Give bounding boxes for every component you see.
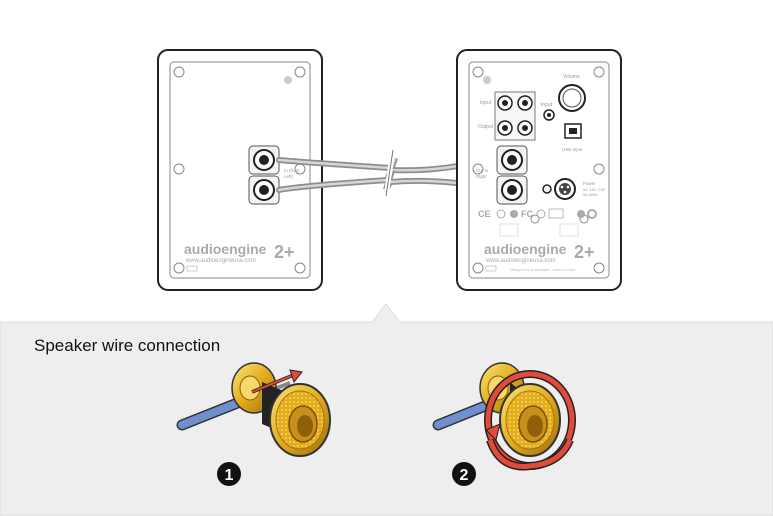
rca-jacks — [494, 91, 536, 141]
left-binding-post-red — [248, 145, 280, 175]
rca-input-label: Input — [480, 100, 492, 106]
right-speaker-indicator — [483, 76, 491, 84]
right-binding-post-red — [496, 145, 528, 175]
right-speaker-screws — [472, 66, 605, 274]
svg-text:FC: FC — [521, 209, 533, 219]
left-brand-logo: audioengine — [184, 241, 267, 257]
step2-illustration: 2 — [432, 362, 576, 486]
right-brand-url: www.audioengineusa.com — [485, 258, 556, 264]
step2-rotate-arrow — [485, 423, 574, 471]
left-serial-box — [186, 265, 198, 272]
step2-nut — [499, 383, 561, 457]
right-brand-logo: audioengine — [484, 241, 567, 257]
left-model-number: 2+ — [274, 242, 295, 262]
label-area-2 — [559, 223, 579, 237]
out-to-right-label-2: Right — [476, 174, 487, 179]
instruction-panel-bg — [0, 303, 773, 516]
power-spec: AC 115 / 230 — [583, 188, 605, 192]
right-designed-note: Designed by audioengine · made in China — [510, 268, 575, 272]
left-speaker-backplate — [169, 61, 311, 279]
panel-title: Speaker wire connection — [34, 336, 221, 355]
power-label: Power — [583, 181, 596, 186]
left-binding-post-black — [248, 175, 280, 205]
step2-badge — [452, 462, 476, 486]
power-switch — [542, 184, 552, 194]
step1-badge — [217, 462, 241, 486]
rca-output-label: Output — [478, 124, 494, 130]
step1-insert-arrow — [251, 369, 303, 394]
left-brand-url: www.audioengineusa.com — [185, 258, 256, 264]
left-speaker-indicator — [284, 76, 292, 84]
label-area-1 — [499, 223, 519, 237]
speaker-wire — [276, 149, 489, 197]
mini-input-label: Input — [541, 102, 553, 108]
right-speaker: Volume Input Output Input USB Input Out … — [456, 49, 622, 291]
left-speaker-screws — [173, 66, 306, 274]
svg-text:CE: CE — [478, 209, 491, 219]
out-to-right-label: Out to — [476, 168, 489, 173]
step1-illustration: 1 — [176, 362, 331, 486]
power-spec-2: 50-60Hz — [583, 193, 597, 197]
step1-binding-post — [231, 362, 331, 457]
right-binding-post-black — [496, 175, 528, 205]
certification-marks: CE FC — [478, 208, 597, 219]
usb-label: USB Input — [562, 147, 583, 152]
step2-number: 2 — [460, 467, 469, 484]
left-speaker: In (from Left) audioengine 2+ www.audioe… — [157, 49, 323, 291]
right-model-number: 2+ — [574, 242, 595, 262]
volume-label: Volume — [563, 74, 580, 80]
step1-number: 1 — [225, 467, 234, 484]
left-post-label-2: Left) — [284, 174, 294, 179]
right-serial-box — [485, 265, 497, 272]
left-post-label: In (from — [284, 168, 300, 173]
